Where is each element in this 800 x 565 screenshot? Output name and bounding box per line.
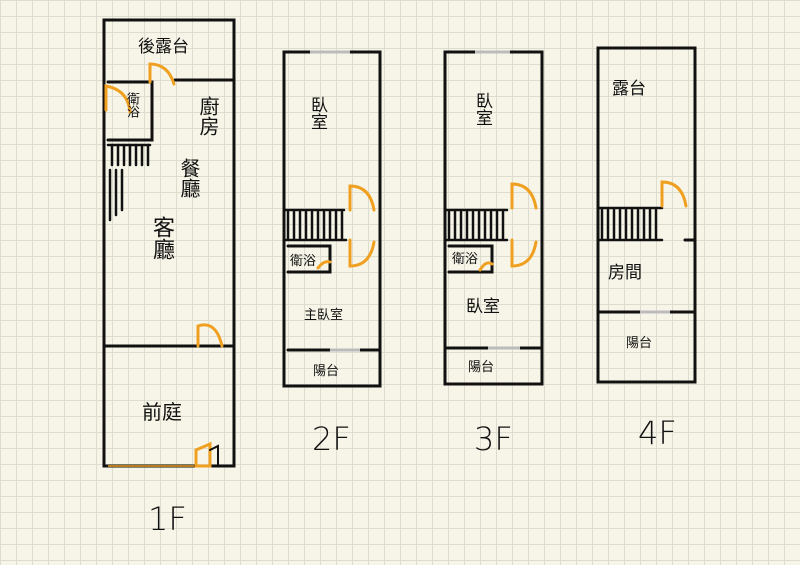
room-label: 房間 bbox=[608, 263, 642, 283]
room-label: 主臥室 bbox=[304, 308, 344, 323]
room-label: 衛浴 bbox=[452, 252, 479, 267]
door-icon bbox=[316, 260, 332, 270]
floor-label: 3F bbox=[474, 420, 513, 458]
stairs-1f bbox=[106, 143, 152, 222]
door-icon bbox=[348, 238, 376, 268]
gate-icon bbox=[194, 441, 212, 468]
room-label: 前庭 bbox=[142, 400, 182, 424]
door-icon bbox=[104, 84, 132, 114]
door-icon bbox=[510, 182, 538, 210]
floor-label: 2F bbox=[312, 420, 351, 458]
floor-label: 4F bbox=[638, 414, 677, 452]
door-icon bbox=[348, 184, 376, 212]
room-label: 餐廳 bbox=[177, 158, 201, 198]
door-icon bbox=[510, 238, 538, 268]
room-label: 臥室 bbox=[466, 297, 500, 317]
room-label: 客廳 bbox=[149, 216, 174, 260]
room-label: 露台 bbox=[612, 79, 646, 99]
room-label: 陽台 bbox=[468, 360, 495, 375]
door-icon bbox=[196, 323, 224, 348]
door-icon bbox=[148, 62, 176, 86]
room-label: 陽台 bbox=[626, 336, 653, 351]
floor-1f-plan bbox=[102, 18, 236, 468]
door-icon bbox=[660, 180, 688, 208]
room-label: 臥室 bbox=[307, 96, 327, 130]
room-label: 臥室 bbox=[472, 92, 492, 126]
door-icon bbox=[478, 261, 494, 272]
room-label: 衛浴 bbox=[290, 254, 317, 269]
room-label: 衛浴 bbox=[124, 92, 139, 118]
room-label: 後露台 bbox=[138, 37, 189, 57]
floor-label: 1F bbox=[148, 500, 187, 538]
room-label: 陽台 bbox=[313, 364, 340, 379]
room-label: 廚房 bbox=[196, 96, 220, 136]
floor-2f-plan bbox=[282, 50, 382, 388]
floor-3f-plan bbox=[443, 50, 544, 386]
floor-4f-plan bbox=[596, 46, 697, 384]
